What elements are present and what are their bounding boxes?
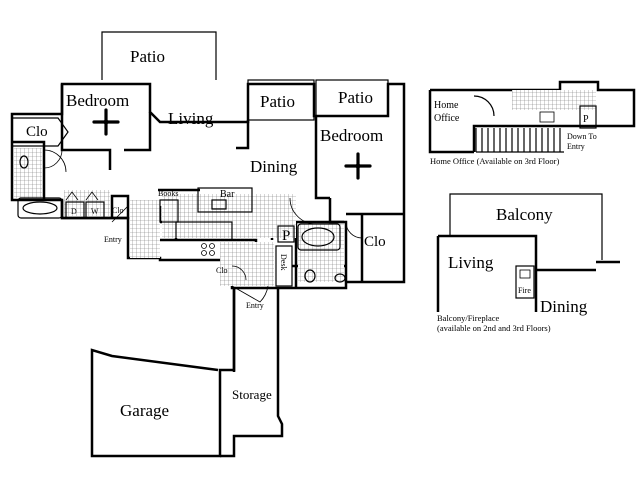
office-pantry-label: P [583, 114, 589, 125]
door-swing [231, 285, 269, 303]
balcony-caption-line1: Balcony/Fireplace [437, 313, 500, 323]
stove-burner [201, 250, 207, 256]
office-door-swing [473, 95, 495, 117]
balcony-railing [449, 193, 603, 260]
laundry-shelves [65, 191, 99, 201]
patio-top-outline [101, 31, 217, 80]
home-office-plan: Home Office Down To Entry P Home Office … [428, 80, 636, 166]
entry-tile [130, 200, 160, 258]
door-swing [231, 265, 247, 281]
entry-left-label: Entry [104, 235, 122, 244]
balcony-outline [436, 234, 620, 312]
balcony-label: Balcony [496, 205, 553, 224]
pantry-label: P [282, 228, 290, 244]
office-landing-tile [512, 90, 596, 110]
bar-sink [211, 199, 227, 210]
clo-small-label: Clo [112, 206, 124, 215]
ceiling-fan-icon [344, 152, 372, 180]
entry-bottom-label: Entry [246, 301, 264, 310]
balcony-dining-label: Dining [540, 297, 588, 316]
stairs [475, 128, 564, 153]
fireplace-box [515, 265, 535, 299]
bedroom-left-label: Bedroom [66, 91, 129, 110]
stove-burner [209, 250, 215, 256]
office-shelf [539, 111, 555, 123]
closet-right-walls [346, 212, 404, 282]
closet-left-divider [12, 117, 69, 147]
books-shelf [159, 199, 179, 223]
clo-small-label: Clo [216, 266, 228, 275]
tub-right [297, 223, 341, 251]
bedroom-left-walls [60, 84, 152, 170]
door-swing [43, 149, 67, 173]
main-floor-plan: Patio Patio Patio Bedroom Living Dining … [10, 31, 406, 458]
stairs-label-line1: Down To [567, 132, 597, 141]
patio-mid-label: Patio [260, 92, 295, 111]
tub-left-basin [22, 201, 58, 215]
stairs-label-line2: Entry [567, 142, 585, 151]
garage-label: Garage [120, 401, 169, 420]
washer-label: W [91, 207, 99, 216]
bar-label: Bar [220, 189, 235, 200]
pantry-box [277, 225, 295, 243]
washer-box [85, 201, 105, 219]
laundry-tile [64, 190, 110, 216]
office-label-line1: Home [434, 100, 459, 111]
dryer-label: D [71, 207, 77, 216]
living-label: Living [168, 109, 214, 128]
fireplace-hearth [519, 269, 531, 279]
patio-top-label: Patio [130, 47, 165, 66]
door-swing [289, 197, 317, 225]
garage-outline [90, 288, 236, 458]
kitchen-walls [158, 188, 274, 286]
office-caption: Home Office (Available on 3rd Floor) [430, 156, 559, 166]
door-swing [43, 149, 63, 169]
tub-left [17, 197, 63, 219]
door-swing [345, 221, 363, 239]
toilet-right [304, 269, 316, 283]
stove-burner [209, 243, 215, 249]
door-swing [111, 205, 129, 223]
dryer-box [65, 201, 85, 219]
dining-label: Dining [250, 157, 298, 176]
patio-right-label: Patio [338, 88, 373, 107]
bar-counter [197, 187, 253, 213]
desk-label: Desk [279, 254, 288, 270]
ceiling-fan-icon [92, 108, 120, 136]
balcony-caption-line2: (available on 2nd and 3rd Floors) [437, 323, 551, 333]
closet-right-label: Clo [364, 234, 386, 250]
balcony-living-label: Living [448, 253, 494, 272]
office-outline [428, 80, 636, 154]
kitchen-counter [175, 221, 233, 241]
fire-label: Fire [518, 286, 531, 295]
balcony-plan: Balcony Living Dining Fire Balcony/Firep… [436, 193, 620, 333]
closet-left-label: Clo [26, 124, 48, 140]
desk-box [275, 245, 293, 287]
kitchen-tile [162, 194, 296, 238]
office-pantry-box [579, 105, 597, 129]
tub-right-basin [301, 227, 335, 247]
hall-tile [220, 242, 274, 286]
bath-left-tile [14, 148, 42, 198]
office-label-line2: Office [434, 113, 460, 124]
storage-label: Storage [232, 387, 272, 402]
sink-right [334, 273, 346, 283]
bedroom-right-label: Bedroom [320, 126, 383, 145]
books-label: Books [158, 189, 178, 198]
stove-burner [201, 243, 207, 249]
storage-outline [220, 288, 284, 458]
toilet-left [19, 155, 29, 169]
